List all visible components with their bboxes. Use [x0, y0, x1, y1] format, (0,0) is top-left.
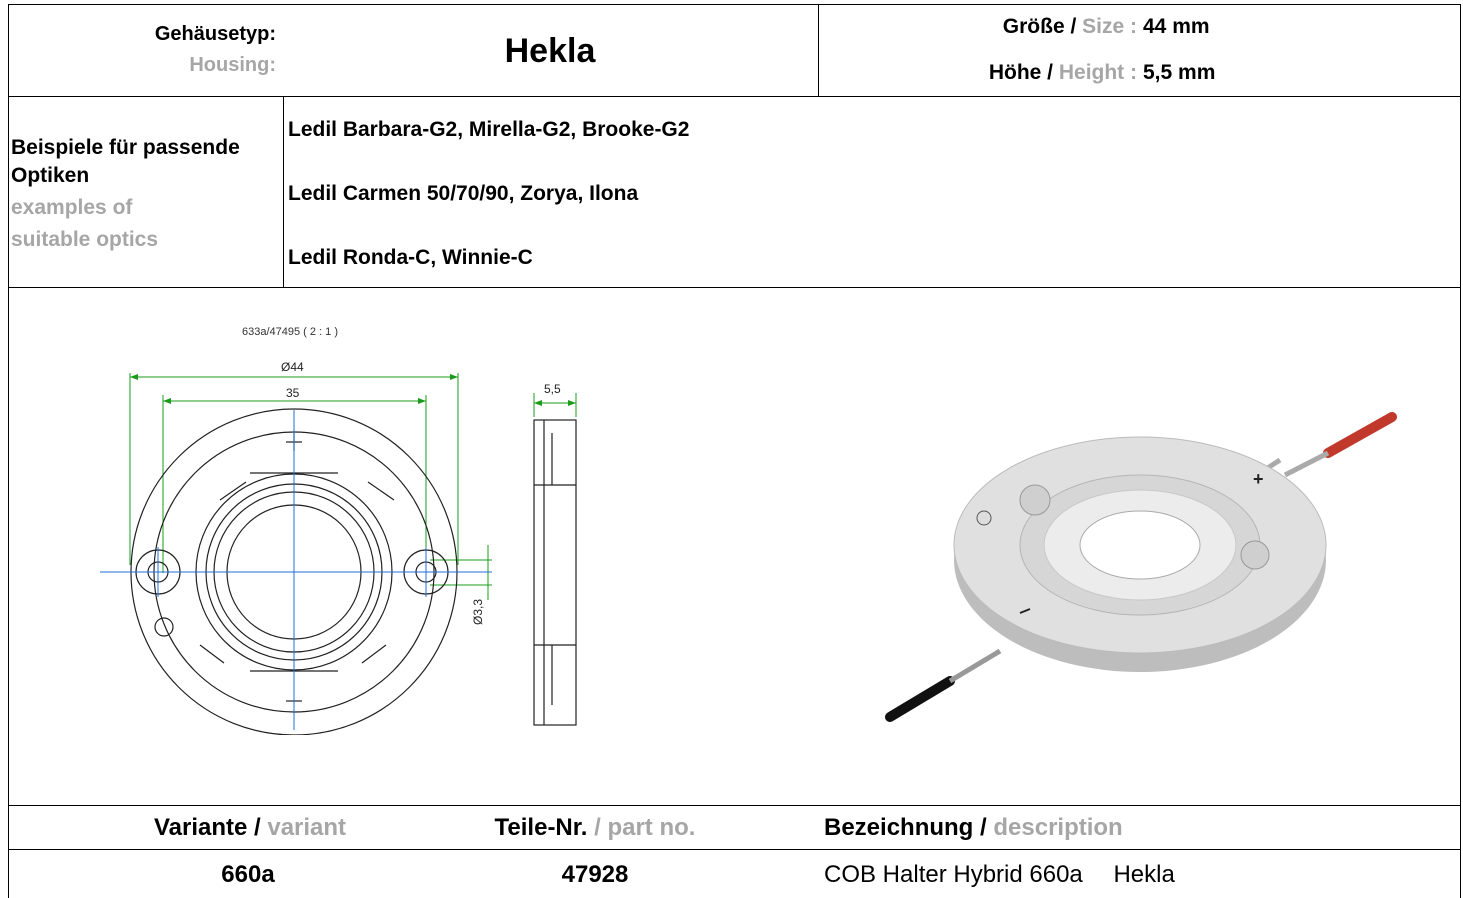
- dim-holes: 35: [286, 386, 300, 400]
- border-header-bottom: [8, 96, 1461, 97]
- housing-label-de: Gehäusetyp:: [154, 23, 276, 45]
- dim-outer: Ø44: [281, 360, 304, 374]
- border-right: [1460, 4, 1461, 898]
- svg-text:+: +: [1253, 469, 1264, 489]
- col-header-description-de: Bezeichnung /: [824, 814, 994, 841]
- col-header-description: Bezeichnung / description: [824, 814, 1324, 842]
- dim-height: 5,5: [544, 382, 561, 396]
- col-header-part-no-de: Teile-Nr.: [494, 814, 588, 841]
- height-value: 5,5 mm: [1143, 61, 1216, 84]
- optics-label-en-2: suitable optics: [11, 228, 159, 251]
- border-optics-bottom: [8, 287, 1461, 288]
- optics-label-de-2: Optiken: [11, 164, 90, 187]
- dim-hole: Ø3,3: [471, 599, 485, 625]
- col-header-part-no-en: / part no.: [587, 814, 696, 841]
- cell-description: COB Halter Hybrid 660a Hekla: [824, 861, 1424, 889]
- border-header-mid: [818, 4, 819, 96]
- cell-part-no: 47928: [561, 861, 629, 888]
- product-image: +: [885, 412, 1397, 722]
- border-left: [8, 4, 9, 898]
- height-label-de: Höhe /: [988, 61, 1059, 84]
- housing-label-en: Housing:: [189, 54, 276, 76]
- col-header-part-no: Teile-Nr. / part no.: [425, 814, 765, 842]
- col-header-variant-en: variant: [267, 814, 347, 841]
- size-label-de: Größe /: [1002, 15, 1083, 38]
- border-top: [8, 4, 1461, 5]
- cell-description-text: COB Halter Hybrid 660a: [824, 861, 1083, 888]
- size-label-en: Size :: [1082, 15, 1137, 38]
- optics-item: Ledil Ronda-C, Winnie-C: [288, 246, 533, 269]
- col-header-variant: Variante / variant: [100, 814, 400, 842]
- border-optics-mid: [283, 96, 284, 287]
- optics-item: Ledil Carmen 50/70/90, Zorya, Ilona: [288, 182, 639, 205]
- col-header-description-en: description: [993, 814, 1123, 841]
- housing-name: Hekla: [504, 32, 596, 70]
- height-label-en: Height :: [1058, 61, 1137, 84]
- border-image-bottom: [8, 805, 1461, 806]
- cell-description-name: Hekla: [1113, 861, 1175, 888]
- optics-label-en-1: examples of: [11, 196, 133, 219]
- optics-label: Beispiele für passende Optiken examples …: [11, 132, 281, 256]
- technical-drawing: 633a/47495 ( 2 : 1 ) Ø44 35 5,5 Ø3,3: [100, 326, 577, 735]
- drawing-title: 633a/47495 ( 2 : 1 ): [242, 326, 338, 338]
- col-header-variant-de: Variante /: [153, 814, 268, 841]
- optics-item: Ledil Barbara-G2, Mirella-G2, Brooke-G2: [288, 118, 690, 141]
- size-value: 44 mm: [1143, 15, 1210, 38]
- optics-label-de-1: Beispiele für passende: [11, 136, 240, 159]
- border-table-header-bottom: [8, 849, 1461, 850]
- cell-variant: 660a: [221, 861, 275, 888]
